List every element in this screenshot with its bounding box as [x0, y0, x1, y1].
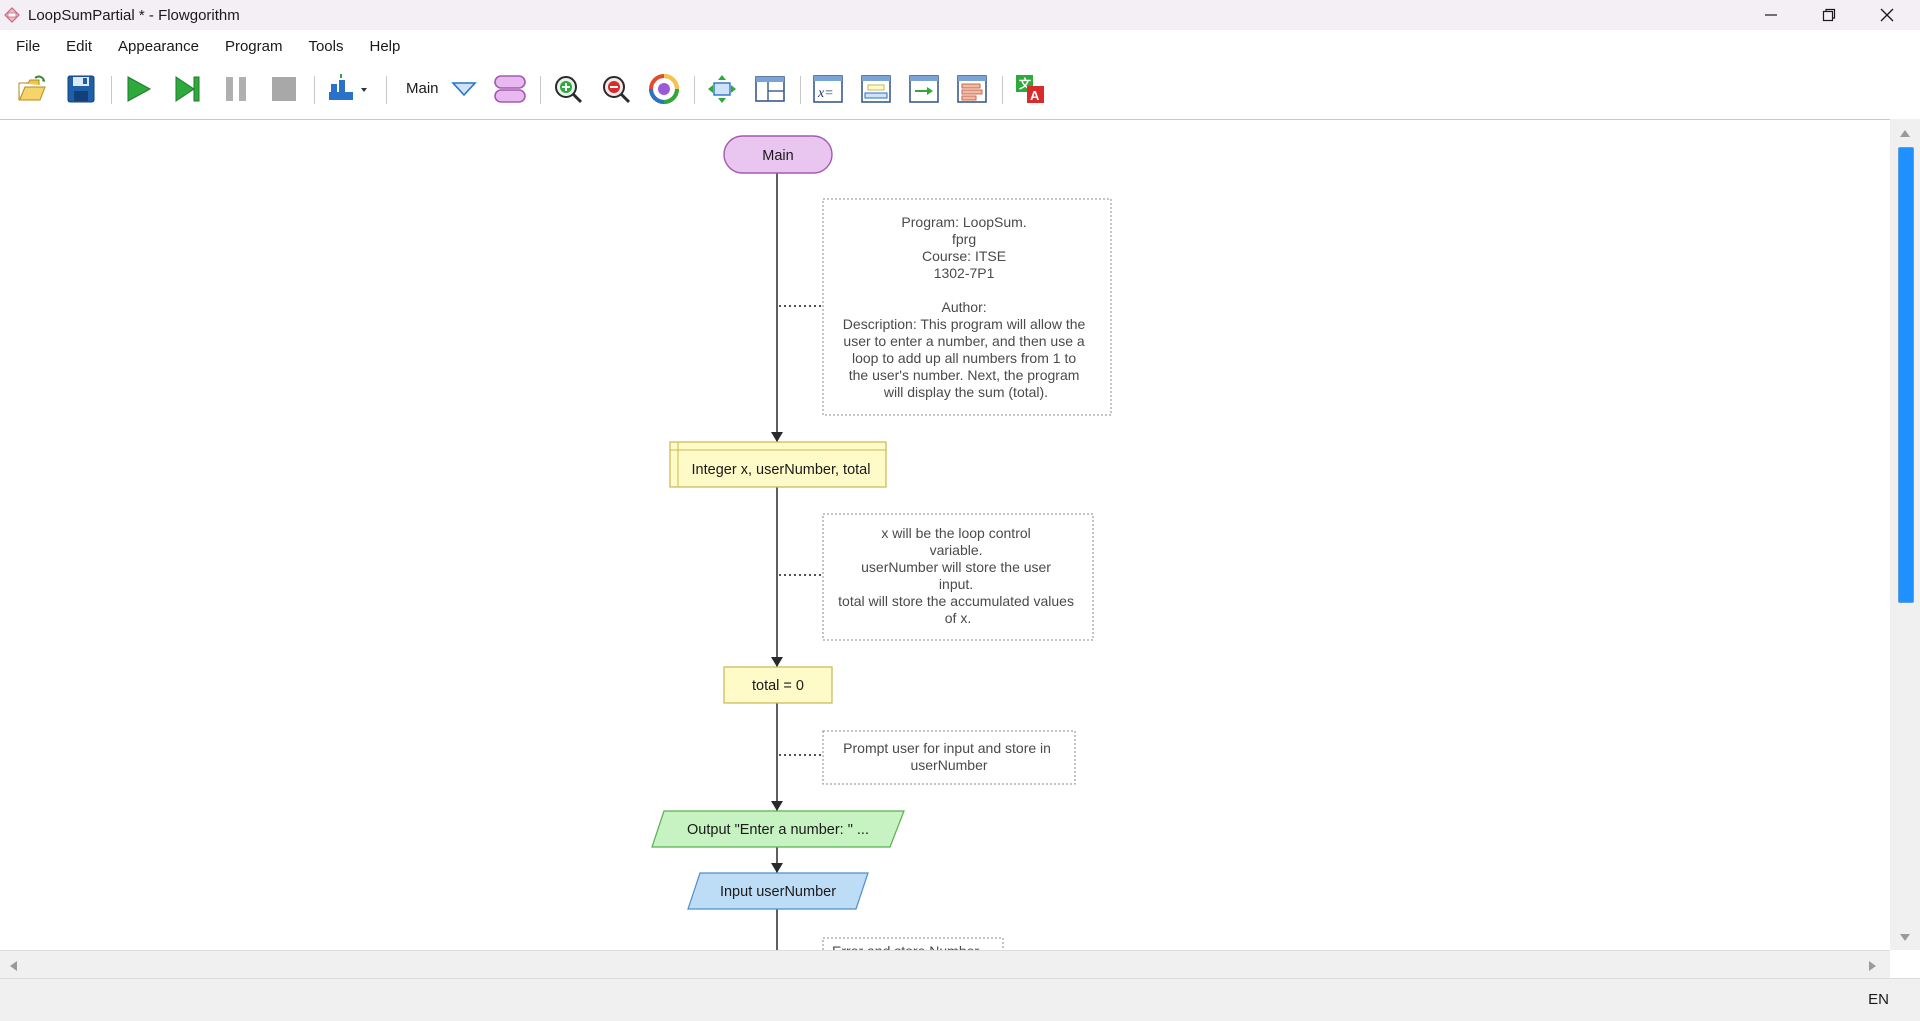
window-title: LoopSumPartial * - Flowgorithm: [28, 6, 240, 24]
zoom-in-icon[interactable]: [550, 72, 586, 106]
zoom-out-icon[interactable]: [598, 72, 634, 106]
function-list-icon[interactable]: [492, 72, 528, 106]
comment-program-header[interactable]: Program: LoopSum. fprg Course: ITSE 1302…: [822, 198, 1112, 416]
comment-header-line: Author:: [941, 299, 986, 315]
comment-vars-line: x will be the loop control: [881, 525, 1030, 541]
fit-icon[interactable]: [704, 72, 740, 106]
language-indicator[interactable]: EN: [1868, 991, 1889, 1008]
flowgorithm-app-icon: [2, 5, 22, 25]
comment-variables[interactable]: x will be the loop control variable. use…: [822, 513, 1094, 641]
menu-edit[interactable]: Edit: [66, 37, 93, 55]
toolbar-separator: [540, 76, 541, 104]
horizontal-scrollbar[interactable]: [0, 950, 1890, 979]
flow-arrowhead: [771, 863, 783, 873]
input-block[interactable]: Input userNumber: [687, 872, 869, 910]
comment-vars-line: variable.: [930, 542, 983, 558]
svg-text:x=: x=: [817, 86, 834, 101]
menu-help[interactable]: Help: [369, 37, 401, 55]
layout-icon[interactable]: [326, 72, 374, 106]
flowchart-canvas[interactable]: Main Program: LoopSum. fprg Course: ITSE…: [0, 119, 1890, 951]
svg-text:Prompt user for input and stor: Prompt user for input and store in userN…: [843, 740, 1055, 773]
menu-tools[interactable]: Tools: [308, 37, 344, 55]
declare-block[interactable]: Integer x, userNumber, total: [669, 441, 887, 488]
comment-header-line: Course: ITSE: [922, 248, 1006, 264]
svg-text:A: A: [1030, 88, 1040, 103]
comment-vars-line: of x.: [945, 610, 971, 626]
output-label: Output "Enter a number: " ...: [687, 822, 869, 838]
source-icon[interactable]: [954, 72, 990, 106]
input-label: Input userNumber: [720, 884, 836, 900]
scroll-right-arrow-icon[interactable]: [1868, 959, 1878, 975]
toolbar-separator: [694, 76, 695, 104]
toolbar: Main: [0, 68, 1920, 110]
toolbar-separator: [386, 76, 387, 104]
toolbar-separator: [111, 76, 112, 104]
comment-header-line: the user's number. Next, the program: [849, 367, 1080, 383]
comment-header-line: user to enter a number, and then use a: [843, 333, 1084, 349]
translate-icon[interactable]: 文 A: [1012, 72, 1048, 106]
comment-vars-line: userNumber will store the user: [861, 559, 1051, 575]
pause-icon[interactable]: [218, 72, 254, 106]
flow-arrowhead: [771, 432, 783, 442]
panels-icon[interactable]: [752, 72, 788, 106]
restore-button[interactable]: [1800, 0, 1858, 30]
run-icon[interactable]: [120, 72, 156, 106]
menu-program[interactable]: Program: [224, 37, 283, 55]
comment-header-line: loop to add up all numbers from 1 to: [852, 350, 1076, 366]
comment-header-line: will display the sum (total).: [883, 384, 1048, 400]
open-icon[interactable]: [14, 72, 50, 106]
menu-file[interactable]: File: [16, 37, 41, 55]
stop-icon[interactable]: [266, 72, 302, 106]
comment-prompt-line: userNumber: [910, 757, 987, 773]
scroll-left-arrow-icon[interactable]: [8, 959, 18, 975]
expressions-icon[interactable]: [858, 72, 894, 106]
start-terminal-label: Main: [762, 148, 793, 164]
start-terminal-main[interactable]: Main: [723, 135, 833, 174]
status-bar: EN: [0, 978, 1920, 1021]
svg-text:x will be the loop control: x will be the loop control variable. use…: [838, 525, 1078, 626]
menu-bar: File Edit Appearance Program Tools Help: [0, 34, 410, 58]
comment-next-partial[interactable]: Error and store Number: [822, 937, 1004, 951]
flow-arrowhead: [771, 801, 783, 811]
comment-vars-line: input.: [939, 576, 973, 592]
variables-icon[interactable]: x=: [810, 72, 846, 106]
output-icon[interactable]: [906, 72, 942, 106]
toolbar-separator: [1002, 76, 1003, 104]
title-bar: LoopSumPartial * - Flowgorithm: [0, 0, 1920, 30]
flow-arrowhead: [771, 657, 783, 667]
save-icon[interactable]: [63, 72, 99, 106]
vertical-scrollbar[interactable]: [1890, 119, 1920, 950]
step-icon[interactable]: [169, 72, 205, 106]
vertical-scrollbar-thumb[interactable]: [1898, 147, 1914, 603]
toolbar-separator: [314, 76, 315, 104]
color-icon[interactable]: [646, 72, 682, 106]
comment-next-partial-text: Error and store Number: [832, 943, 979, 951]
comment-header-line: fprg: [952, 231, 976, 247]
comment-header-line: Description: This program will allow the: [843, 316, 1086, 332]
minimize-button[interactable]: [1742, 0, 1800, 30]
toolbar-separator: [800, 76, 801, 104]
comment-vars-line: total will store the accumulated values: [838, 593, 1074, 609]
output-block[interactable]: Output "Enter a number: " ...: [651, 810, 905, 848]
menu-appearance[interactable]: Appearance: [118, 37, 199, 55]
function-selector-label[interactable]: Main: [406, 80, 439, 97]
comment-prompt-line: Prompt user for input and store in: [843, 740, 1051, 756]
assign-label: total = 0: [752, 678, 804, 694]
function-dropdown-icon[interactable]: [446, 72, 482, 106]
comment-header-line: Program: LoopSum.: [901, 214, 1026, 230]
comment-prompt[interactable]: Prompt user for input and store in userN…: [822, 730, 1076, 785]
assign-block[interactable]: total = 0: [723, 666, 833, 704]
comment-header-line: 1302-7P1: [934, 265, 995, 281]
svg-text:Program: LoopSum. fprg: Program: LoopSum. fprg Course: ITSE 1302…: [843, 214, 1089, 400]
scroll-down-arrow-icon[interactable]: [1899, 930, 1911, 946]
close-button[interactable]: [1858, 0, 1916, 30]
declare-label: Integer x, userNumber, total: [692, 462, 871, 478]
scroll-up-arrow-icon[interactable]: [1899, 125, 1911, 141]
